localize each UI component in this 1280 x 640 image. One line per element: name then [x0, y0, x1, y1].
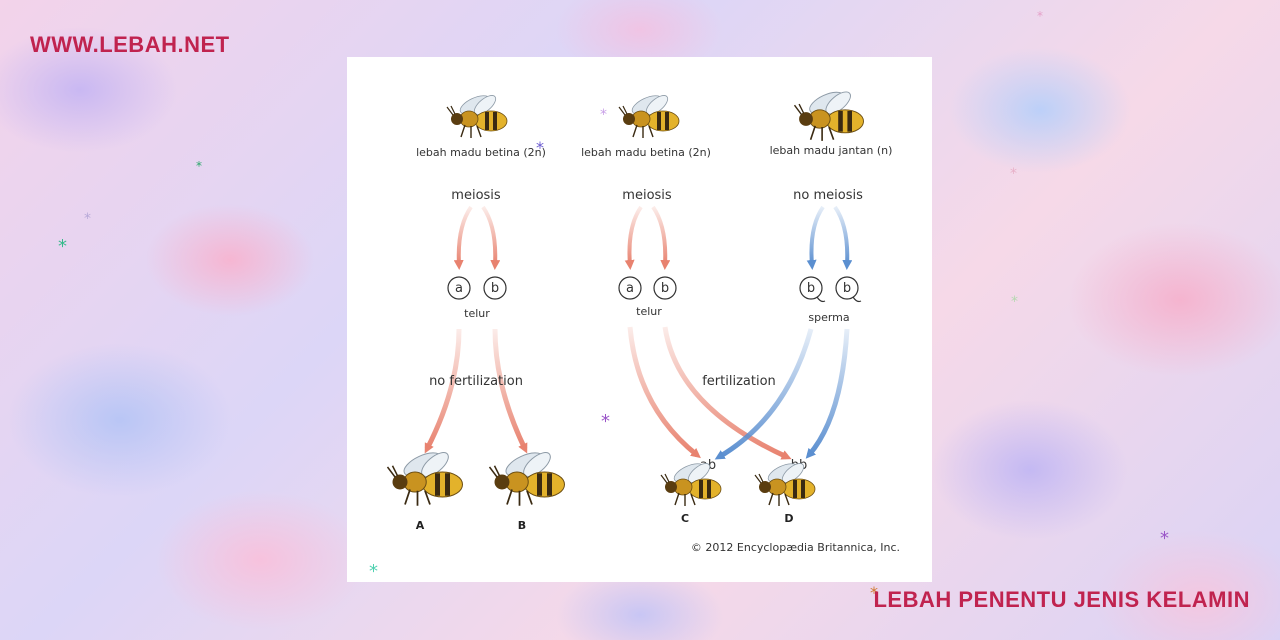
svg-text:a: a — [626, 281, 634, 296]
sparkle-icon: * — [1037, 9, 1043, 23]
arrow-egg-b-to-D — [662, 326, 792, 460]
bee-icon-female-2 — [618, 91, 680, 139]
sparkle-icon: * — [58, 236, 67, 257]
bee-icon-male — [793, 87, 865, 142]
egg-a-2: a — [618, 276, 642, 300]
split-arrow-1a — [453, 205, 473, 270]
arrow-sperm-to-D — [805, 328, 850, 459]
process-no-meiosis: no meiosis — [793, 188, 863, 203]
sperm-b-1: b — [799, 276, 826, 303]
sparkle-icon: * — [1160, 528, 1169, 549]
arrow-to-B — [492, 328, 528, 454]
bee-icon-offspring-B — [488, 447, 566, 507]
diagram-panel: lebah madu betina (2n) lebah madu betina… — [347, 57, 932, 582]
split-arrow-1b — [481, 205, 501, 270]
sparkle-icon: * — [84, 211, 91, 227]
sparkle-icon: * — [870, 583, 878, 602]
split-arrow-2a — [624, 205, 643, 270]
sparkle-icon: * — [1011, 294, 1018, 310]
arrow-to-A — [424, 328, 462, 454]
sparkle-icon: * — [601, 411, 610, 432]
sparkle-icon: * — [600, 107, 607, 123]
egg-b-2: b — [653, 276, 677, 300]
sparkle-icon: * — [196, 159, 202, 173]
diagram-svg: lebah madu betina (2n) lebah madu betina… — [386, 87, 900, 554]
svg-text:b: b — [661, 281, 669, 296]
sparkle-icon: * — [1010, 166, 1017, 182]
arrow-sperm-to-C — [714, 328, 814, 460]
sparkle-icon: * — [536, 138, 544, 157]
offspring-label-B: B — [518, 519, 526, 532]
parent-label-female-2: lebah madu betina (2n) — [581, 146, 711, 159]
sperm-b-2: b — [835, 276, 862, 303]
egg-a-1: a — [447, 276, 471, 300]
page-title: LEBAH PENENTU JENIS KELAMIN — [873, 587, 1250, 612]
split-arrow-2b — [651, 205, 671, 270]
process-meiosis-2: meiosis — [622, 188, 672, 203]
offspring-label-C: C — [681, 512, 689, 525]
site-url[interactable]: WWW.LEBAH.NET — [30, 32, 230, 57]
label-no-fertilization: no fertilization — [429, 374, 523, 389]
parent-label-male: lebah madu jantan (n) — [770, 144, 893, 157]
copyright-text: © 2012 Encyclopædia Britannica, Inc. — [691, 541, 900, 554]
sperm-label: sperma — [808, 311, 849, 324]
egg-b-1: b — [483, 276, 507, 300]
arrow-egg-a-to-C — [627, 326, 701, 459]
egg-label-1: telur — [464, 307, 490, 320]
bee-icon-female-1 — [446, 91, 508, 139]
svg-text:a: a — [455, 281, 463, 296]
split-arrow-3a — [806, 205, 825, 270]
label-fertilization: fertilization — [702, 374, 776, 389]
process-meiosis-1: meiosis — [451, 188, 501, 203]
svg-text:b: b — [843, 281, 851, 296]
bee-icon-offspring-A — [386, 447, 464, 507]
svg-text:b: b — [807, 281, 815, 296]
offspring-label-D: D — [784, 512, 793, 525]
offspring-label-A: A — [416, 519, 425, 532]
split-arrow-3b — [833, 205, 853, 270]
sparkle-icon: * — [369, 561, 378, 582]
egg-label-2: telur — [636, 305, 662, 318]
svg-text:b: b — [491, 281, 499, 296]
parent-label-female-1: lebah madu betina (2n) — [416, 146, 546, 159]
